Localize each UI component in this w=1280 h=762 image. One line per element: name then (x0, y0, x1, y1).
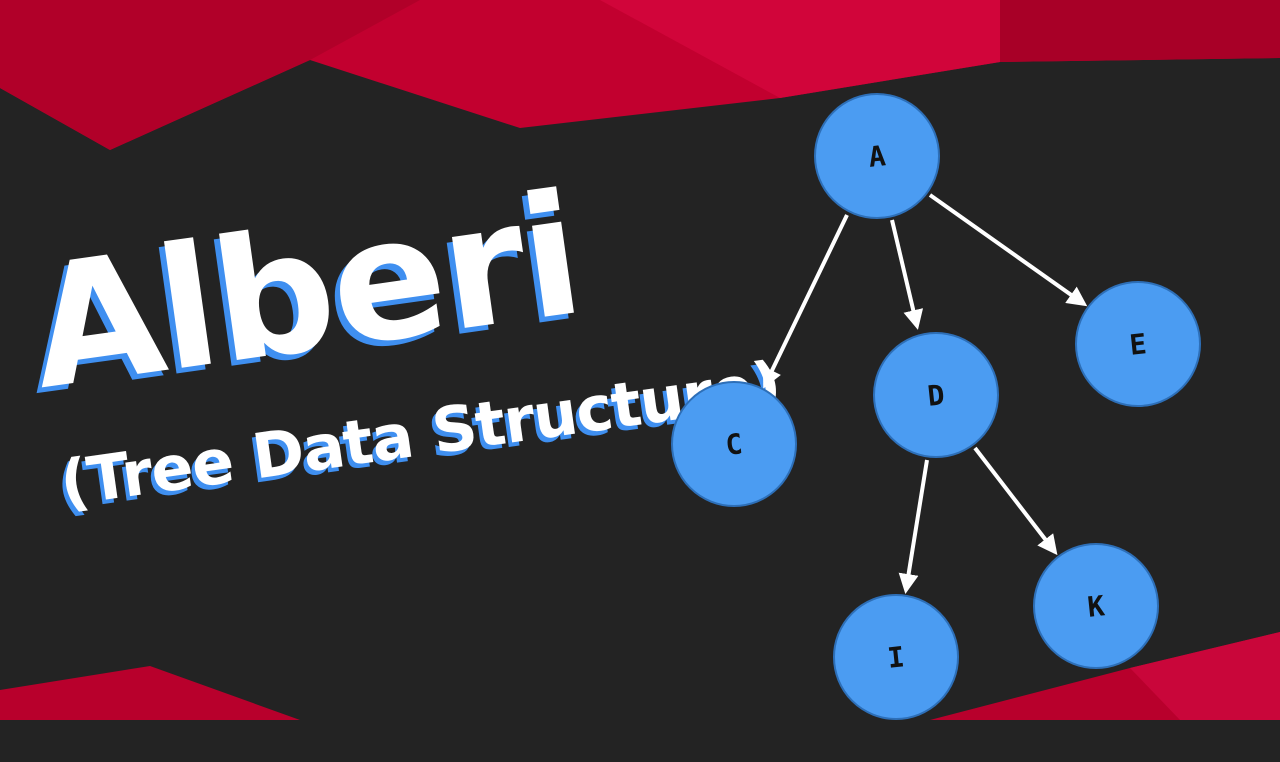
node-k: K (1033, 543, 1159, 669)
node-e: E (1075, 281, 1201, 407)
node-c-label: C (724, 427, 744, 462)
node-a: A (814, 93, 940, 219)
node-i-label: I (886, 640, 906, 675)
node-d: D (873, 332, 999, 458)
node-e-label: E (1128, 327, 1148, 362)
background-shapes (0, 0, 1280, 720)
node-i: I (833, 594, 959, 720)
node-d-label: D (926, 378, 946, 413)
edge-a-e (928, 193, 1088, 307)
edge-a-d (890, 219, 924, 330)
node-a-label: A (867, 139, 887, 174)
top-red-facet-3 (1000, 0, 1280, 62)
node-k-label: K (1086, 589, 1106, 624)
node-c: C (671, 381, 797, 507)
edge-d-i (898, 459, 929, 594)
top-red-facet-2 (600, 0, 1000, 98)
bottom-red-facet-right (1130, 632, 1280, 720)
bottom-red-band (0, 666, 300, 720)
edge-a-c (762, 214, 849, 389)
tree-diagram: A C D E I K (671, 93, 1201, 720)
top-red-facet (0, 0, 420, 150)
edge-d-k (973, 446, 1058, 556)
